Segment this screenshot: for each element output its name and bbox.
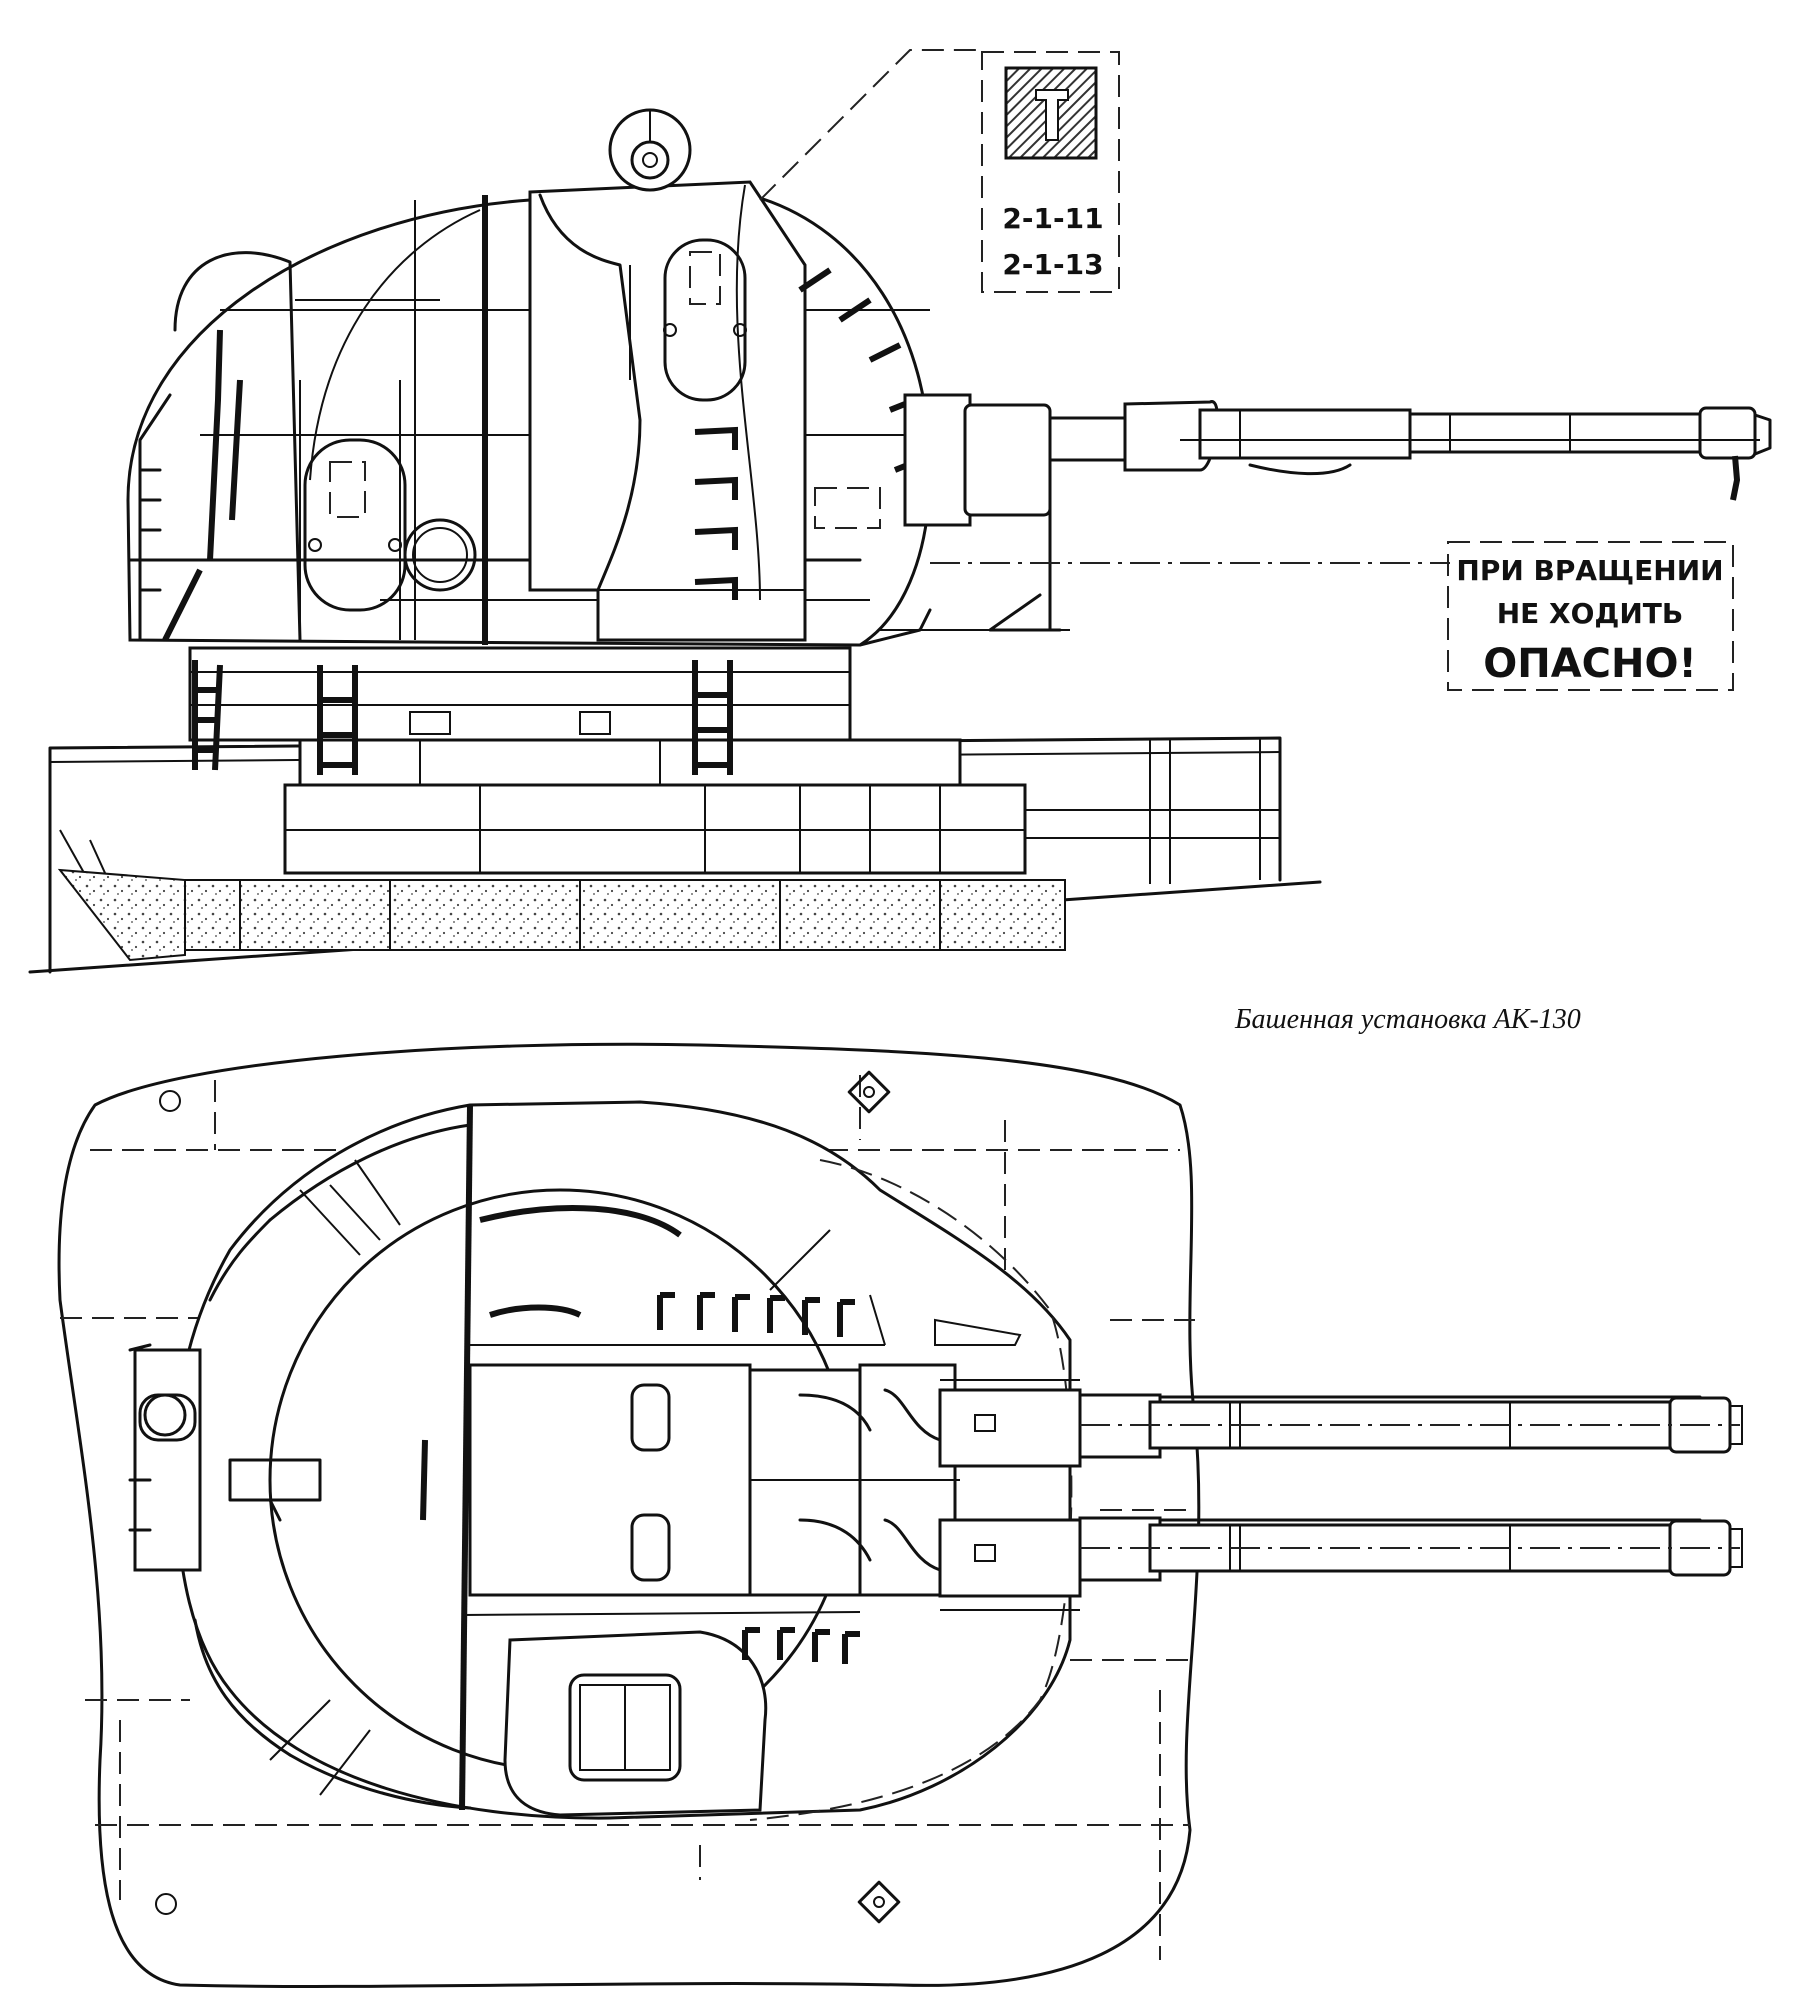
swatch-t-mark bbox=[1035, 89, 1069, 141]
rear-hatch bbox=[128, 1343, 322, 1572]
swatch-leader bbox=[759, 49, 985, 201]
gun-mantlets bbox=[883, 1318, 1082, 1611]
warning-sign: ПРИ ВРАЩЕНИИ НЕ ХОДИТЬ ОПАСНО! bbox=[1447, 541, 1734, 691]
deck-plate-outline bbox=[57, 1042, 1201, 1988]
gun-barrel bbox=[814, 393, 1772, 529]
deck-structure bbox=[28, 736, 1322, 974]
side-view bbox=[28, 49, 1772, 974]
turret-pedestal bbox=[188, 646, 1027, 875]
twin-barrels bbox=[1078, 1393, 1743, 1582]
warning-line-1: ПРИ ВРАЩЕНИИ bbox=[1456, 554, 1723, 587]
boarding-ladders bbox=[192, 660, 733, 775]
deck-speckle-band bbox=[184, 879, 1066, 951]
deck-bolts bbox=[155, 1070, 901, 1924]
warning-line-3: ОПАСНО! bbox=[1483, 641, 1697, 687]
paint-code-1: 2-1-11 bbox=[1002, 202, 1103, 235]
side-hatch bbox=[303, 438, 477, 612]
gun-cradle-block bbox=[468, 1363, 960, 1597]
upper-handles bbox=[470, 1292, 886, 1346]
paint-code-2: 2-1-13 bbox=[1002, 248, 1103, 281]
rear-fittings bbox=[138, 329, 243, 642]
gun-house bbox=[528, 108, 807, 642]
paint-spec-callout: 2-1-11 2-1-13 bbox=[981, 51, 1120, 293]
barrel-rest bbox=[880, 498, 1070, 632]
warning-line-2: НЕ ХОДИТЬ bbox=[1497, 597, 1684, 630]
top-view: + bbox=[57, 1042, 1743, 1988]
lower-hatch bbox=[461, 1611, 861, 1817]
figure-caption: Башенная установка АК-130 bbox=[1234, 1004, 1581, 1035]
